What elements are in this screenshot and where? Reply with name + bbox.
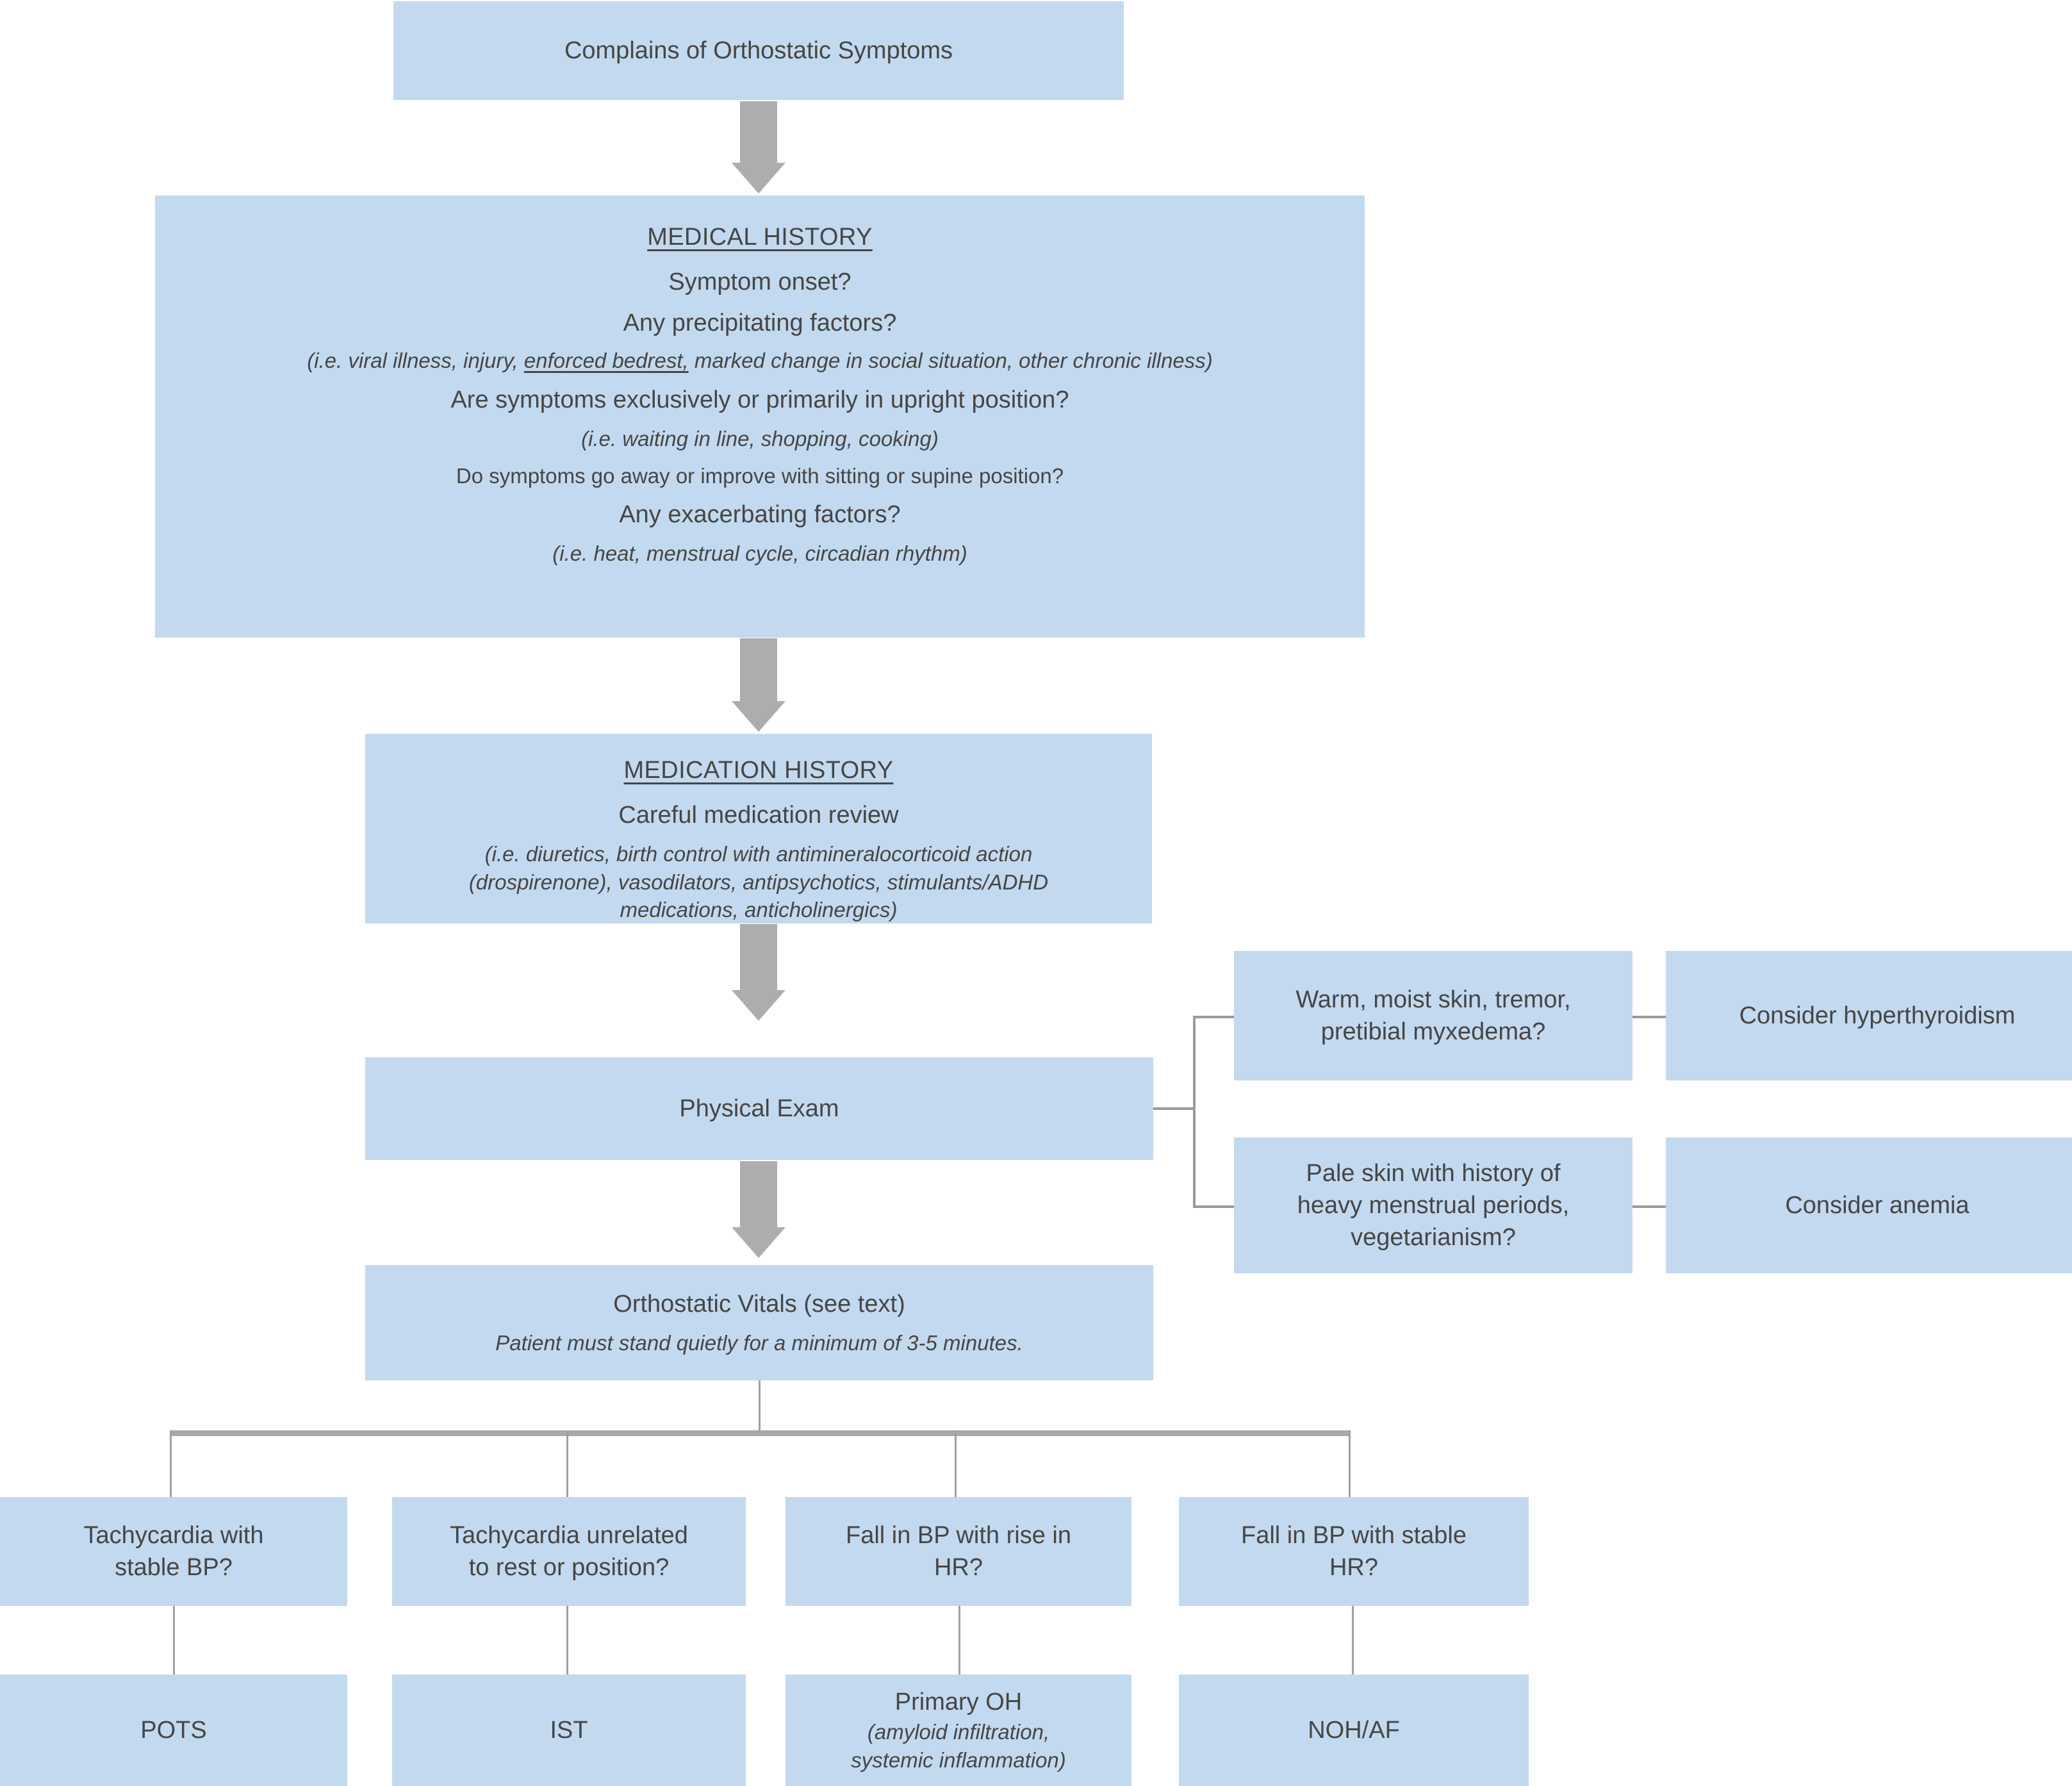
node-diagnosis-3-label: Primary OH <box>894 1689 1023 1716</box>
node-branch-question-2: Tachycardia unrelated to rest or positio… <box>392 1497 746 1606</box>
node-anemia-question-line3: vegetarianism? <box>1351 1224 1516 1252</box>
connector-branch-drop-1 <box>170 1430 172 1497</box>
node-orthostatic-vitals-label: Orthostatic Vitals (see text) <box>613 1291 905 1318</box>
node-hyperthyroid-question: Warm, moist skin, tremor, pretibial myxe… <box>1234 951 1632 1080</box>
connector-question-3-to-diagnosis-3 <box>958 1606 960 1674</box>
node-physical-exam: Physical Exam <box>365 1057 1153 1160</box>
connector-to-hyperthyroid-question <box>1193 1016 1234 1018</box>
node-diagnosis-2-label: IST <box>550 1716 588 1744</box>
node-medical-history-header: MEDICAL HISTORY <box>647 224 873 251</box>
node-hyperthyroid-question-line2: pretibial myxedema? <box>1320 1018 1546 1045</box>
connector-anemia-question-to-answer <box>1632 1205 1666 1208</box>
node-medical-history-note-exacerbating: (i.e. heat, menstrual cycle, circadian r… <box>552 542 967 566</box>
node-branch-question-4-line1: Fall in BP with stable <box>1240 1521 1467 1549</box>
node-complaint-label: Complains of Orthostatic Symptoms <box>564 37 953 64</box>
node-diagnosis-1-label: POTS <box>140 1716 207 1744</box>
node-branch-question-4-line2: HR? <box>1329 1554 1379 1581</box>
node-branch-question-1: Tachycardia with stable BP? <box>0 1497 347 1606</box>
node-anemia-question-line2: heavy menstrual periods, <box>1297 1191 1570 1219</box>
node-anemia-question: Pale skin with history of heavy menstrua… <box>1234 1137 1632 1273</box>
connector-question-4-to-diagnosis-4 <box>1352 1606 1354 1674</box>
connector-question-1-to-diagnosis-1 <box>173 1606 175 1674</box>
node-medication-history-line: Careful medication review <box>618 802 899 829</box>
arrow-complaint-to-medical-history <box>740 101 777 164</box>
connector-physical-exam-stub <box>1153 1107 1196 1110</box>
node-medical-history-note-upright: (i.e. waiting in line, shopping, cooking… <box>581 427 939 451</box>
node-medical-history-line-exacerbating: Any exacerbating factors? <box>619 501 901 529</box>
node-medical-history-line-symptom-onset: Symptom onset? <box>668 269 851 296</box>
connector-physical-exam-vertical <box>1193 1016 1196 1208</box>
node-medical-history-line-precipitating: Any precipitating factors? <box>623 310 897 337</box>
arrow-medication-to-physical-exam <box>740 924 777 991</box>
node-hyperthyroid-question-line1: Warm, moist skin, tremor, <box>1295 986 1571 1013</box>
node-branch-question-2-line2: to rest or position? <box>468 1554 670 1581</box>
node-orthostatic-vitals-note: Patient must stand quietly for a minimum… <box>495 1331 1023 1355</box>
connector-hyperthyroid-question-to-answer <box>1632 1016 1666 1018</box>
arrow-head-medication-to-physical-exam <box>732 990 785 1021</box>
note-precipitating-pre: (i.e. viral illness, injury, <box>307 349 524 373</box>
connector-branch-drop-3 <box>955 1430 957 1497</box>
connector-branch-drop-4 <box>1349 1430 1351 1497</box>
arrow-head-medical-to-medication-history <box>732 701 785 732</box>
node-diagnosis-3: Primary OH (amyloid infiltration, system… <box>785 1674 1131 1786</box>
node-branch-question-3-line1: Fall in BP with rise in <box>846 1521 1071 1549</box>
node-medical-history: MEDICAL HISTORY Symptom onset? Any preci… <box>155 195 1365 638</box>
node-medical-history-line-supine: Do symptoms go away or improve with sitt… <box>456 463 1064 488</box>
node-medication-history-note-line2: (drospirenone), vasodilators, antipsycho… <box>468 870 1049 894</box>
node-diagnosis-3-note2: systemic inflammation) <box>851 1748 1066 1772</box>
node-branch-question-3-line2: HR? <box>933 1554 983 1581</box>
node-diagnosis-2: IST <box>392 1674 746 1786</box>
node-anemia-answer-label: Consider anemia <box>1785 1191 1969 1219</box>
node-medication-history: MEDICATION HISTORY Careful medication re… <box>365 734 1152 923</box>
node-medical-history-line-upright: Are symptoms exclusively or primarily in… <box>450 386 1069 414</box>
node-hyperthyroid-answer-label: Consider hyperthyroidism <box>1739 1002 2016 1029</box>
node-branch-question-4: Fall in BP with stable HR? <box>1179 1497 1529 1606</box>
node-branch-question-1-line1: Tachycardia with <box>83 1521 264 1549</box>
note-precipitating-underlined: enforced bedrest, <box>523 349 689 373</box>
node-diagnosis-3-note1: (amyloid infiltration, <box>867 1720 1050 1744</box>
node-diagnosis-4-label: NOH/AF <box>1308 1716 1400 1744</box>
connector-branch-drop-2 <box>566 1430 568 1497</box>
connector-to-anemia-question <box>1193 1205 1234 1208</box>
node-medical-history-note-precipitating: (i.e. viral illness, injury, enforced be… <box>164 347 1356 375</box>
node-physical-exam-label: Physical Exam <box>679 1095 839 1122</box>
node-hyperthyroid-answer: Consider hyperthyroidism <box>1666 951 2072 1080</box>
connector-question-2-to-diagnosis-2 <box>566 1606 568 1674</box>
node-branch-question-3: Fall in BP with rise in HR? <box>785 1497 1131 1606</box>
node-medication-history-note-line1: (i.e. diuretics, birth control with anti… <box>484 842 1033 866</box>
node-diagnosis-4: NOH/AF <box>1179 1674 1529 1786</box>
connector-branch-bus <box>170 1430 1351 1436</box>
node-diagnosis-1: POTS <box>0 1674 347 1786</box>
node-branch-question-1-line2: stable BP? <box>115 1554 233 1581</box>
arrow-physical-exam-to-orthostatic-vitals <box>740 1161 777 1228</box>
connector-orthostatic-vitals-drop <box>759 1380 761 1434</box>
arrow-head-physical-exam-to-orthostatic-vitals <box>732 1227 785 1258</box>
arrow-head-complaint-to-medical-history <box>732 163 785 194</box>
node-medication-history-note-line3: medications, anticholinergics) <box>620 898 898 922</box>
node-branch-question-2-line1: Tachycardia unrelated <box>450 1521 688 1549</box>
node-medication-history-header: MEDICATION HISTORY <box>623 757 894 784</box>
node-complaint: Complains of Orthostatic Symptoms <box>393 1 1124 100</box>
node-orthostatic-vitals: Orthostatic Vitals (see text) Patient mu… <box>365 1265 1153 1380</box>
node-anemia-question-line1: Pale skin with history of <box>1306 1159 1561 1187</box>
arrow-medical-to-medication-history <box>740 638 777 702</box>
node-anemia-answer: Consider anemia <box>1666 1137 2072 1273</box>
note-precipitating-post: marked change in social situation, other… <box>688 349 1213 373</box>
